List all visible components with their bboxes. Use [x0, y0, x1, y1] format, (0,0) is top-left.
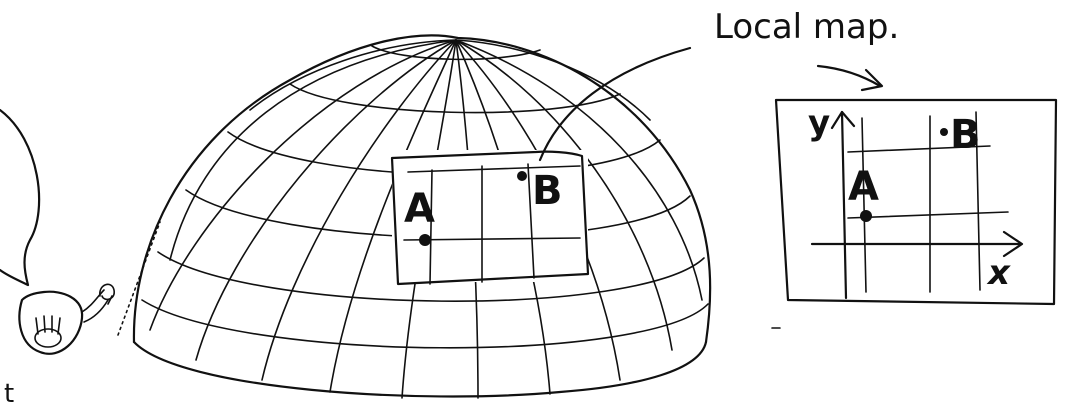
- pointer-line: [538, 46, 692, 162]
- map-y-axis-label: y: [808, 103, 830, 143]
- sight-line: [117, 221, 161, 336]
- globe-point-b: [517, 171, 527, 181]
- globe-label-a: A: [404, 186, 435, 232]
- speech-bubble: [0, 108, 41, 287]
- globe-local-patch: A B: [390, 150, 590, 286]
- map-label-a: A: [848, 164, 879, 210]
- y-axis: [840, 110, 848, 300]
- globe-point-a: [419, 234, 431, 246]
- caption-local-map: Local map.: [714, 7, 899, 47]
- map-point-a: [860, 210, 872, 222]
- observer-eye-icon: [18, 283, 115, 355]
- map-point-b: [940, 128, 948, 136]
- map-x-axis-label: x: [986, 253, 1011, 293]
- edge-mark: t: [4, 379, 14, 404]
- map-label-b: B: [950, 112, 981, 158]
- caption-arrow: [816, 64, 884, 92]
- local-map: y x A B: [774, 98, 1058, 306]
- globe-label-b: B: [532, 168, 563, 214]
